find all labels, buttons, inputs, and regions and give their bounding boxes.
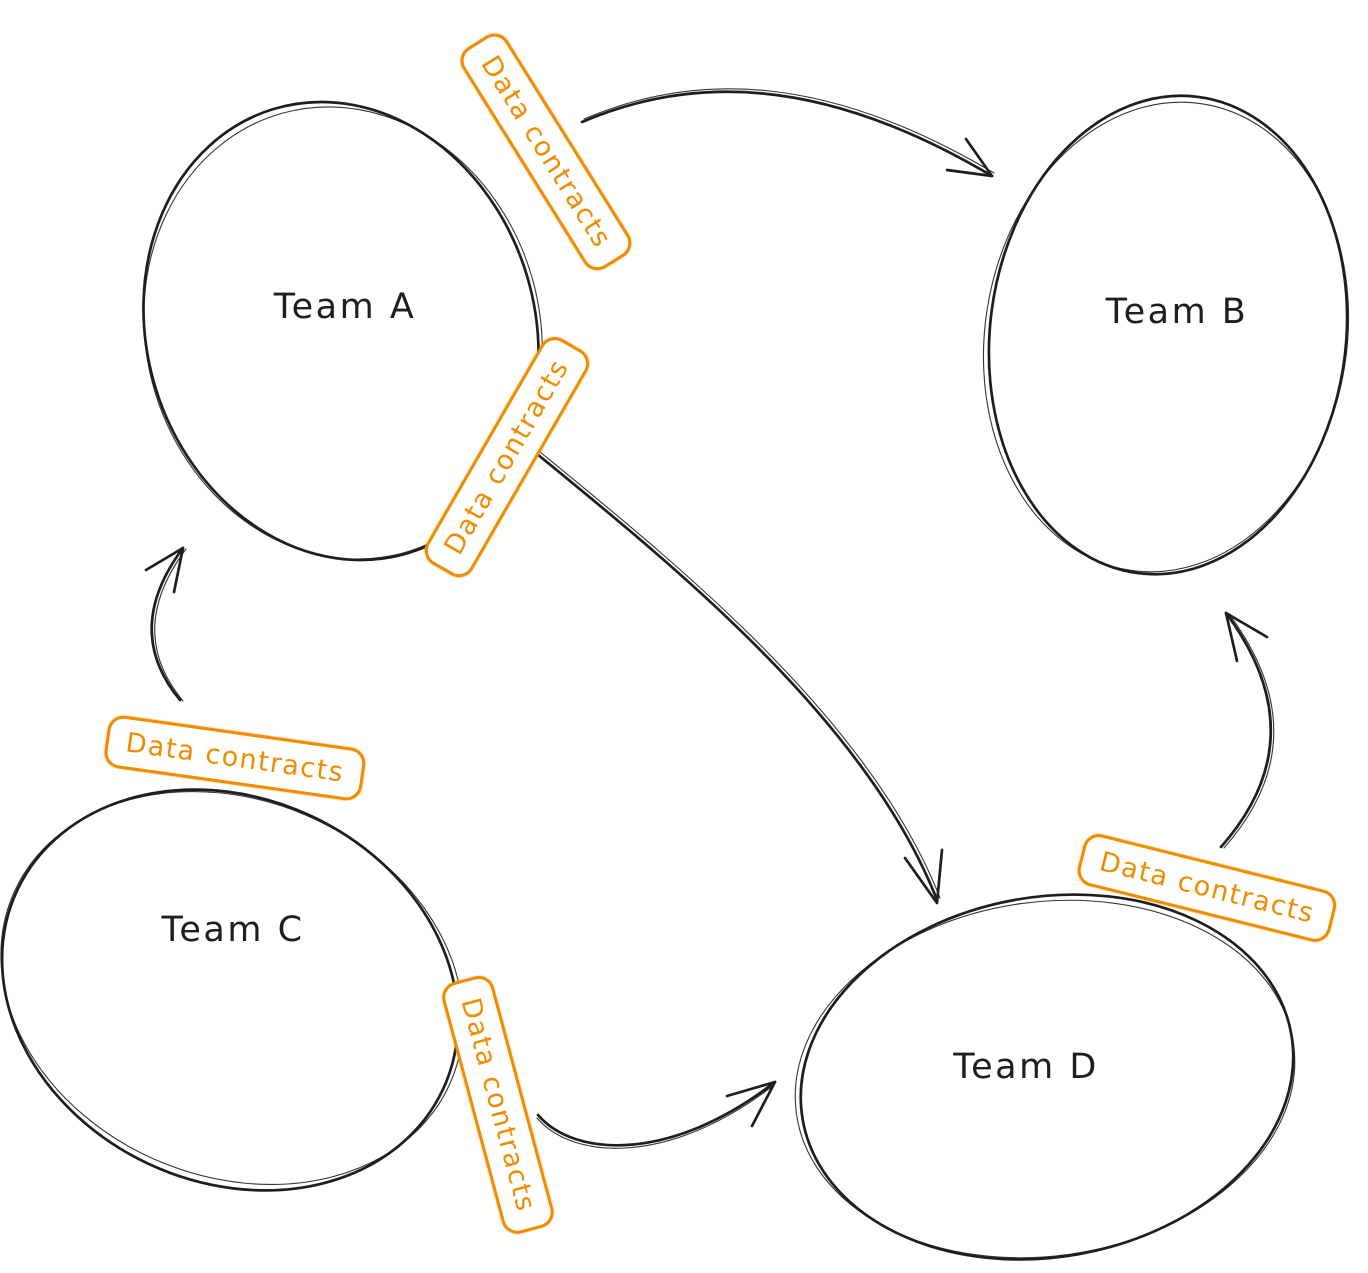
node-label-team-a: Team A <box>273 287 417 327</box>
arrow-d-b-shaft-sketch <box>1223 613 1275 849</box>
arrow-c-d-head <box>725 1080 777 1128</box>
node-ellipse-team-d <box>794 893 1296 1261</box>
team-b-outline <box>987 94 1349 576</box>
arrow-a-d-shaft <box>518 438 939 902</box>
arrow-c-d-shaft-sketch <box>536 1084 775 1149</box>
arrow-a-b-shaft <box>580 90 994 178</box>
team-c-outline <box>0 788 460 1192</box>
node-label-team-b: Team B <box>1105 292 1249 332</box>
arrow-c-d-shaft <box>536 1080 777 1147</box>
team-a-outline <box>142 100 540 562</box>
node-label-team-c: Team C <box>161 910 305 950</box>
node-ellipse-team-b <box>982 94 1350 576</box>
arrow-team-c-to-team-d <box>536 1080 777 1149</box>
team-a-outline-sketch <box>143 106 543 560</box>
team-c-outline-sketch <box>0 790 464 1186</box>
arrow-c-a-shaft <box>150 546 185 702</box>
node-label-team-d: Team D <box>953 1047 1099 1087</box>
arrow-c-a-head <box>144 546 185 594</box>
team-b-outline-sketch <box>982 101 1350 573</box>
arrow-team-a-to-team-d <box>518 437 944 905</box>
arrow-team-a-to-team-b <box>580 88 995 178</box>
arrow-a-d-head <box>903 848 944 905</box>
arrow-d-b-head <box>1224 611 1269 663</box>
node-ellipse-team-c <box>0 788 464 1192</box>
arrow-d-b-shaft <box>1219 611 1273 849</box>
arrow-a-b-shaft-sketch <box>583 88 995 174</box>
node-ellipse-team-a <box>142 100 543 562</box>
team-d-outline-sketch <box>794 899 1296 1259</box>
arrow-a-d-shaft-sketch <box>522 437 941 899</box>
arrow-c-a-shaft-sketch <box>154 548 187 702</box>
arrow-team-d-to-team-b <box>1219 611 1275 849</box>
arrow-a-b-head <box>945 137 994 178</box>
arrow-team-c-to-team-a <box>144 546 187 702</box>
